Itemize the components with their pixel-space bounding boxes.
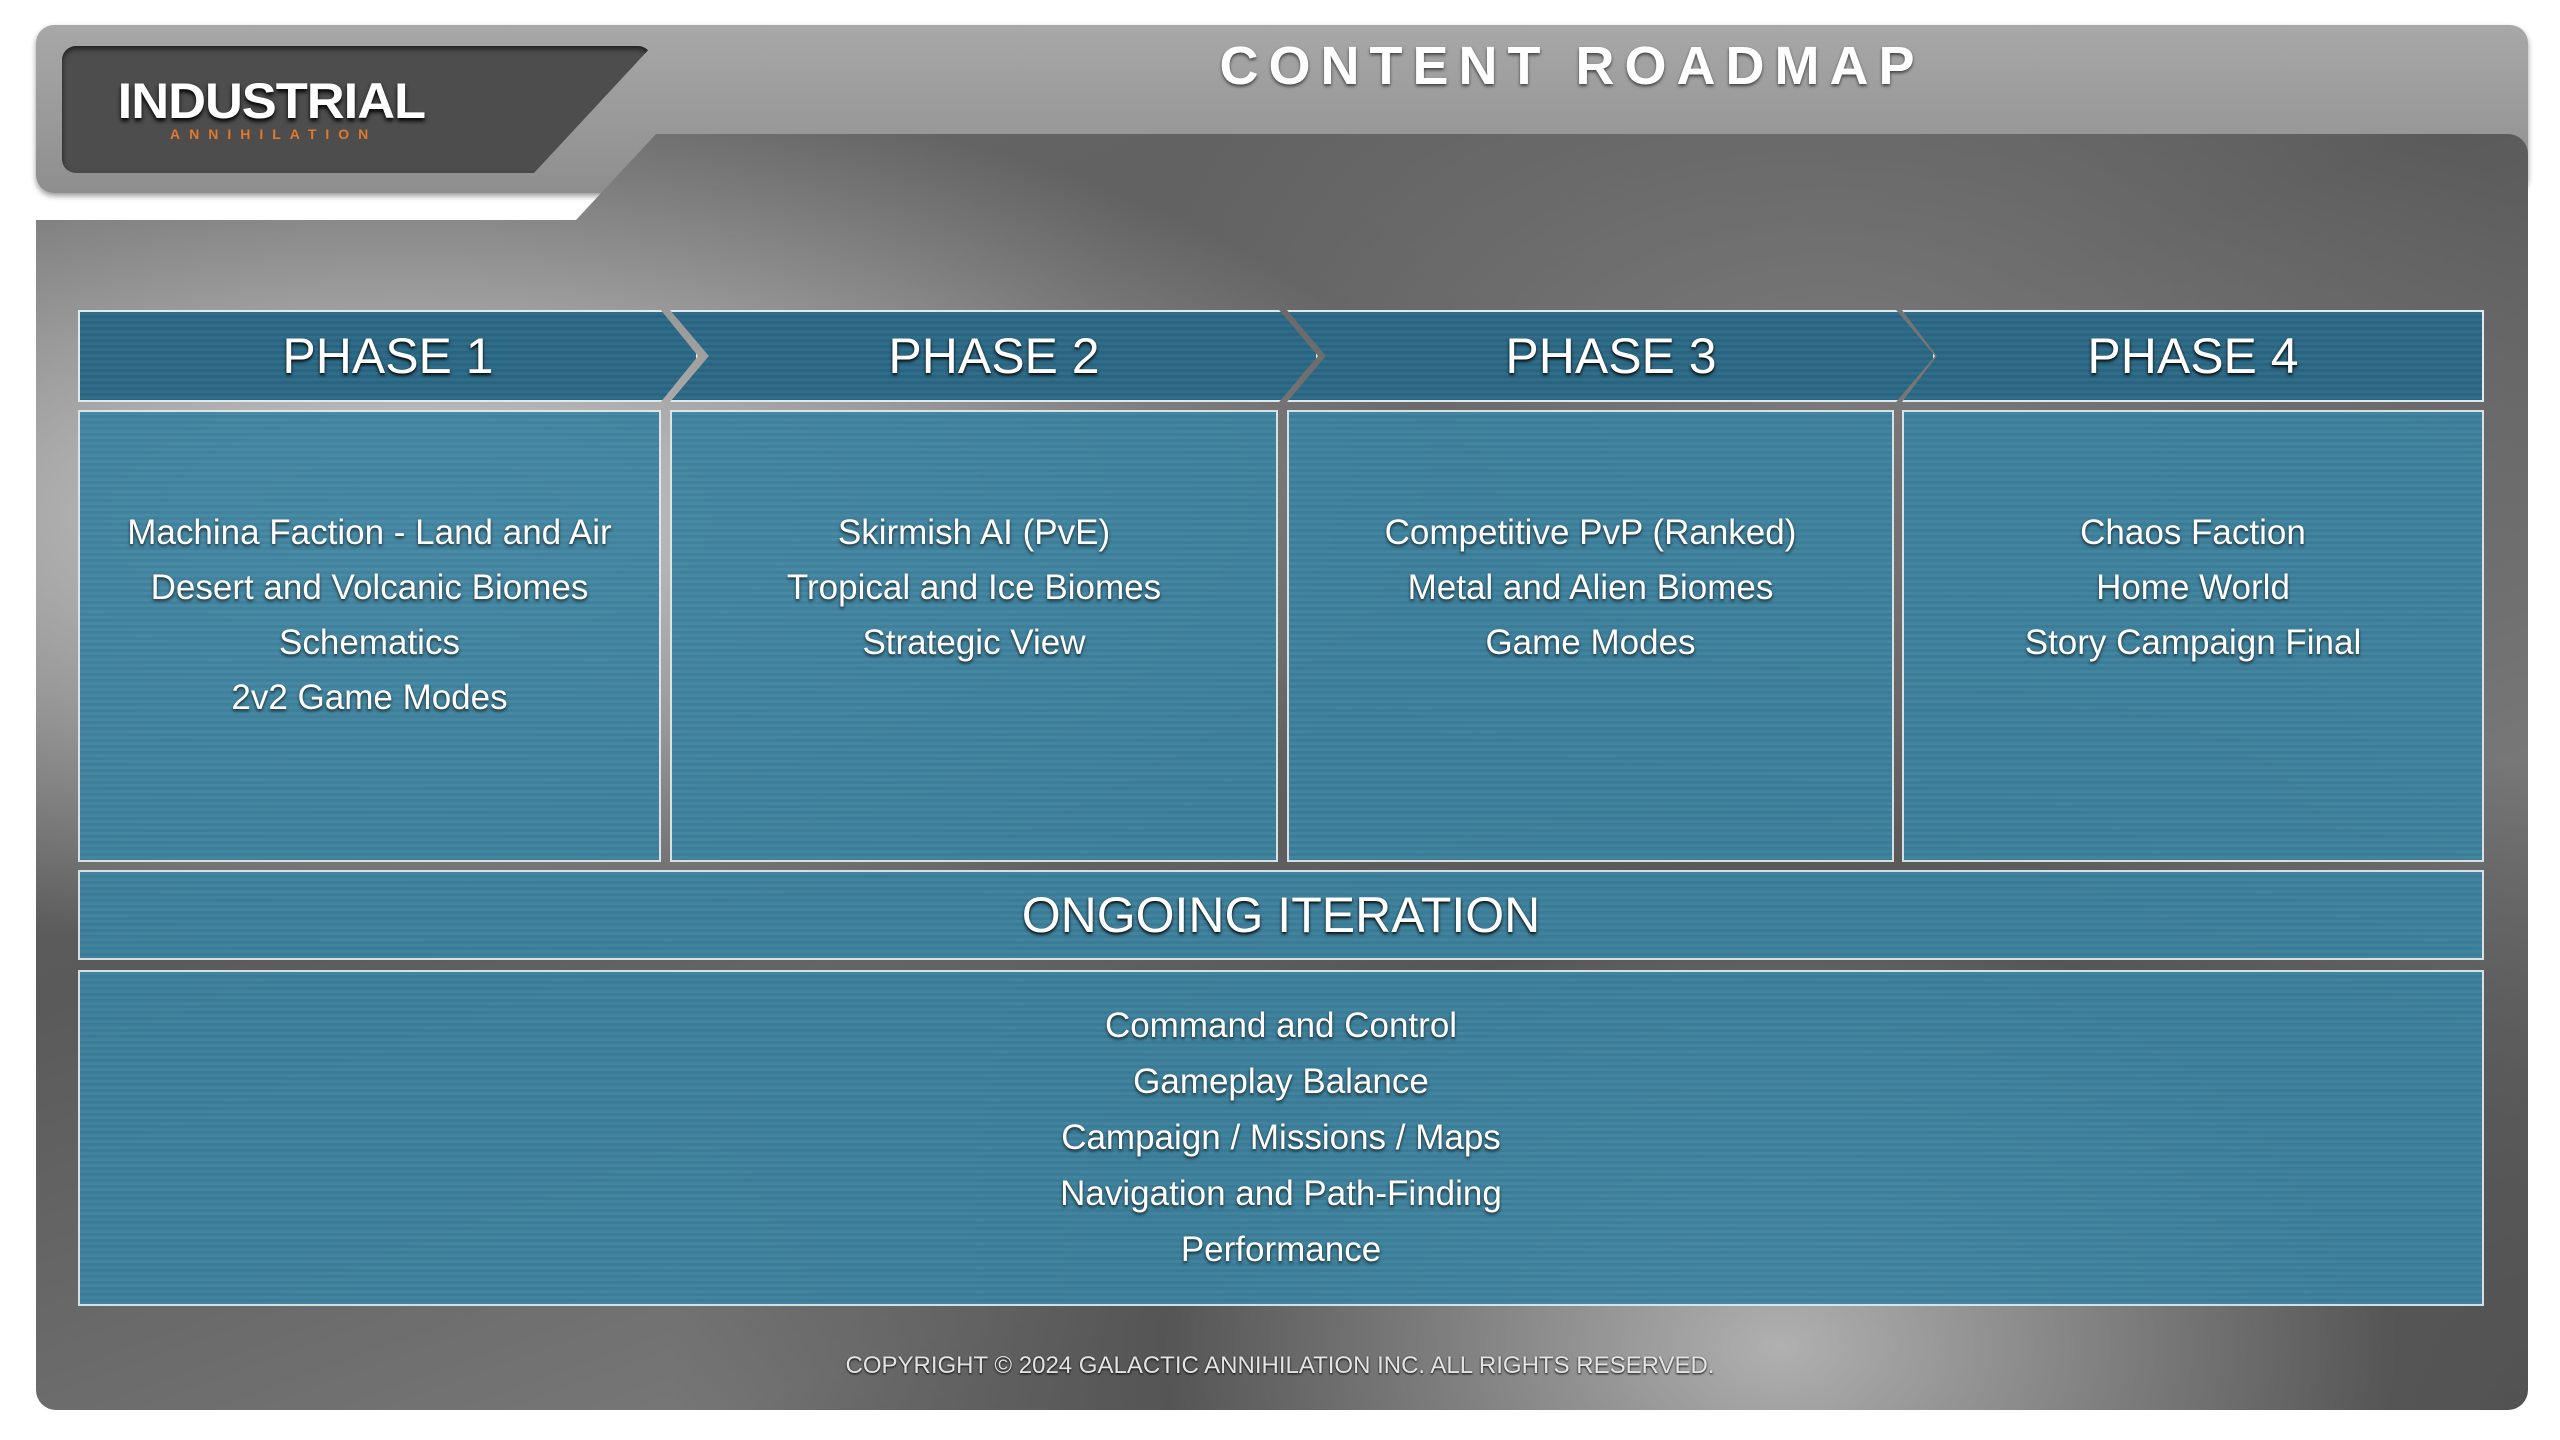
ongoing-label: ONGOING ITERATION: [1021, 887, 1541, 943]
page-title: CONTENT ROADMAP: [1219, 36, 1925, 96]
list-item: Tropical and Ice Biomes: [786, 568, 1162, 607]
list-item: Schematics: [279, 623, 460, 662]
ongoing-header-panel: [78, 870, 2484, 960]
phase-3-panel: [1287, 410, 1894, 862]
phase-4-header: PHASE 4: [1902, 310, 2484, 402]
list-item: Campaign / Missions / Maps: [1061, 1118, 1501, 1157]
ongoing-header: ONGOING ITERATION: [78, 870, 2484, 960]
phase-2-panel: [670, 410, 1278, 862]
copyright: COPYRIGHT © 2024 GALACTIC ANNIHILATION I…: [845, 1352, 1715, 1379]
list-item: Competitive PvP (Ranked): [1384, 513, 1797, 552]
list-item: Metal and Alien Biomes: [1407, 568, 1774, 607]
phase-3-items: Competitive PvP (Ranked) Metal and Alien…: [1287, 410, 1894, 862]
phase-2-items: Skirmish AI (PvE) Tropical and Ice Biome…: [670, 410, 1278, 862]
phase-1-header: PHASE 1: [78, 310, 698, 402]
list-item: Story Campaign Final: [2024, 623, 2362, 662]
list-item: Strategic View: [862, 623, 1086, 662]
phase-4-panel: [1902, 410, 2484, 862]
list-item: Machina Faction - Land and Air: [127, 513, 612, 552]
list-item: Gameplay Balance: [1133, 1062, 1429, 1101]
phase-3-header: PHASE 3: [1287, 310, 1935, 402]
list-item: Game Modes: [1485, 623, 1696, 662]
list-item: 2v2 Game Modes: [231, 678, 508, 717]
list-item: Home World: [2096, 568, 2290, 607]
phase-1-items: Machina Faction - Land and Air Desert an…: [78, 410, 661, 862]
phase-3-label: PHASE 3: [1505, 328, 1717, 384]
list-item: Skirmish AI (PvE): [837, 513, 1111, 552]
logo-title: INDUSTRIAL: [117, 73, 426, 129]
ongoing-items: Command and Control Gameplay Balance Cam…: [78, 970, 2484, 1306]
list-item: Navigation and Path-Finding: [1060, 1174, 1502, 1213]
ongoing-panel: [78, 970, 2484, 1306]
list-item: Chaos Faction: [2080, 513, 2306, 552]
phase-1-label: PHASE 1: [282, 328, 494, 384]
phase-4-label: PHASE 4: [2087, 328, 2299, 384]
phase-2-label: PHASE 2: [888, 328, 1100, 384]
phase-2-header: PHASE 2: [670, 310, 1318, 402]
list-item: Performance: [1180, 1230, 1382, 1269]
list-item: Command and Control: [1104, 1006, 1458, 1045]
phase-1-panel: [78, 410, 661, 862]
logo-subtitle: ANNIHILATION: [170, 126, 378, 142]
list-item: Desert and Volcanic Biomes: [150, 568, 589, 607]
phase-4-items: Chaos Faction Home World Story Campaign …: [1902, 410, 2484, 862]
